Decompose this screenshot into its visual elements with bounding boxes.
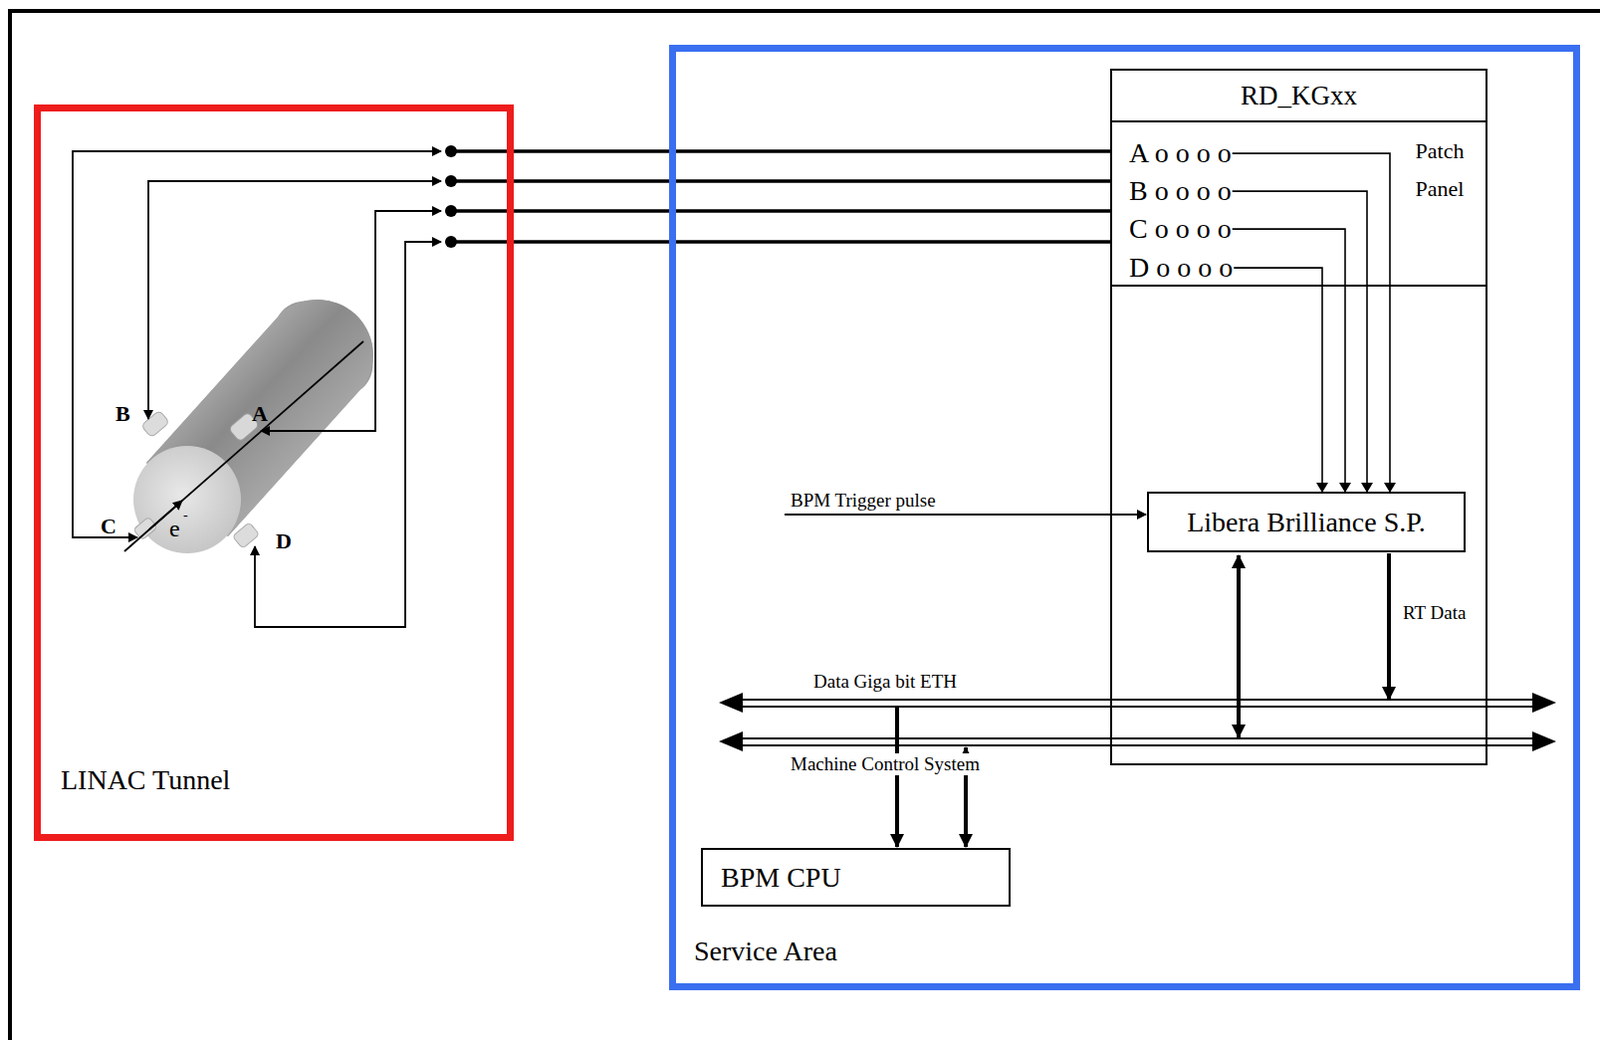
electrode-label: A [251, 401, 268, 427]
patch-wire [1232, 153, 1390, 287]
electrode-label: C [100, 513, 117, 539]
signal-label: Machine Control System [788, 753, 982, 776]
patch-row: A o o o o [1129, 137, 1232, 170]
pickup-wires [72, 151, 442, 628]
box-title: Libera Brilliance S.P. [1186, 506, 1426, 539]
patch-wire [1232, 228, 1346, 287]
patch-row: C o o o o [1129, 213, 1232, 245]
control-bus [718, 731, 1557, 752]
outer-frame [9, 10, 1600, 1040]
bpm-pickup [124, 281, 392, 554]
process-box: Libera Brilliance S.P. [1146, 491, 1466, 553]
rack-box: RD_KGxxPatch PanelLibera Brilliance S.P. [1110, 68, 1488, 766]
process-box: BPM CPU [700, 848, 1011, 908]
electrode-label: B [115, 401, 131, 427]
patch-row: D o o o o [1129, 251, 1233, 284]
region-label: Service Area [693, 935, 838, 968]
electrode-label: e [169, 515, 181, 544]
signal-connector [1321, 286, 1324, 492]
electrode-label: - [183, 507, 189, 524]
patch-wire [1232, 191, 1368, 287]
panel-label: Patch Panel [1401, 132, 1478, 209]
signal-connector [1388, 286, 1391, 492]
cable-connectors [445, 145, 458, 248]
box-title: BPM CPU [720, 850, 842, 906]
patch-row: B o o o o [1129, 175, 1232, 208]
signal-label: RT Data [1400, 602, 1468, 625]
data-bus [718, 692, 1557, 713]
bus-links [897, 553, 1389, 848]
signal-label: BPM Trigger pulse [788, 489, 938, 512]
region-label: LINAC Tunnel [60, 764, 230, 797]
electrode-label: D [275, 528, 292, 554]
box-title: RD_KGxx [1112, 70, 1486, 121]
signal-connector [1344, 286, 1347, 492]
signal-label: Data Giga bit ETH [811, 671, 959, 693]
patch-wire [1233, 267, 1323, 287]
signal-cables [451, 151, 1111, 242]
signal-connector [1366, 286, 1369, 492]
region-box: LINAC Tunnel [33, 104, 514, 842]
region-box: Service Area RD_KGxxPatch PanelLibera Bri… [669, 44, 1581, 991]
trigger-line [784, 513, 1146, 516]
